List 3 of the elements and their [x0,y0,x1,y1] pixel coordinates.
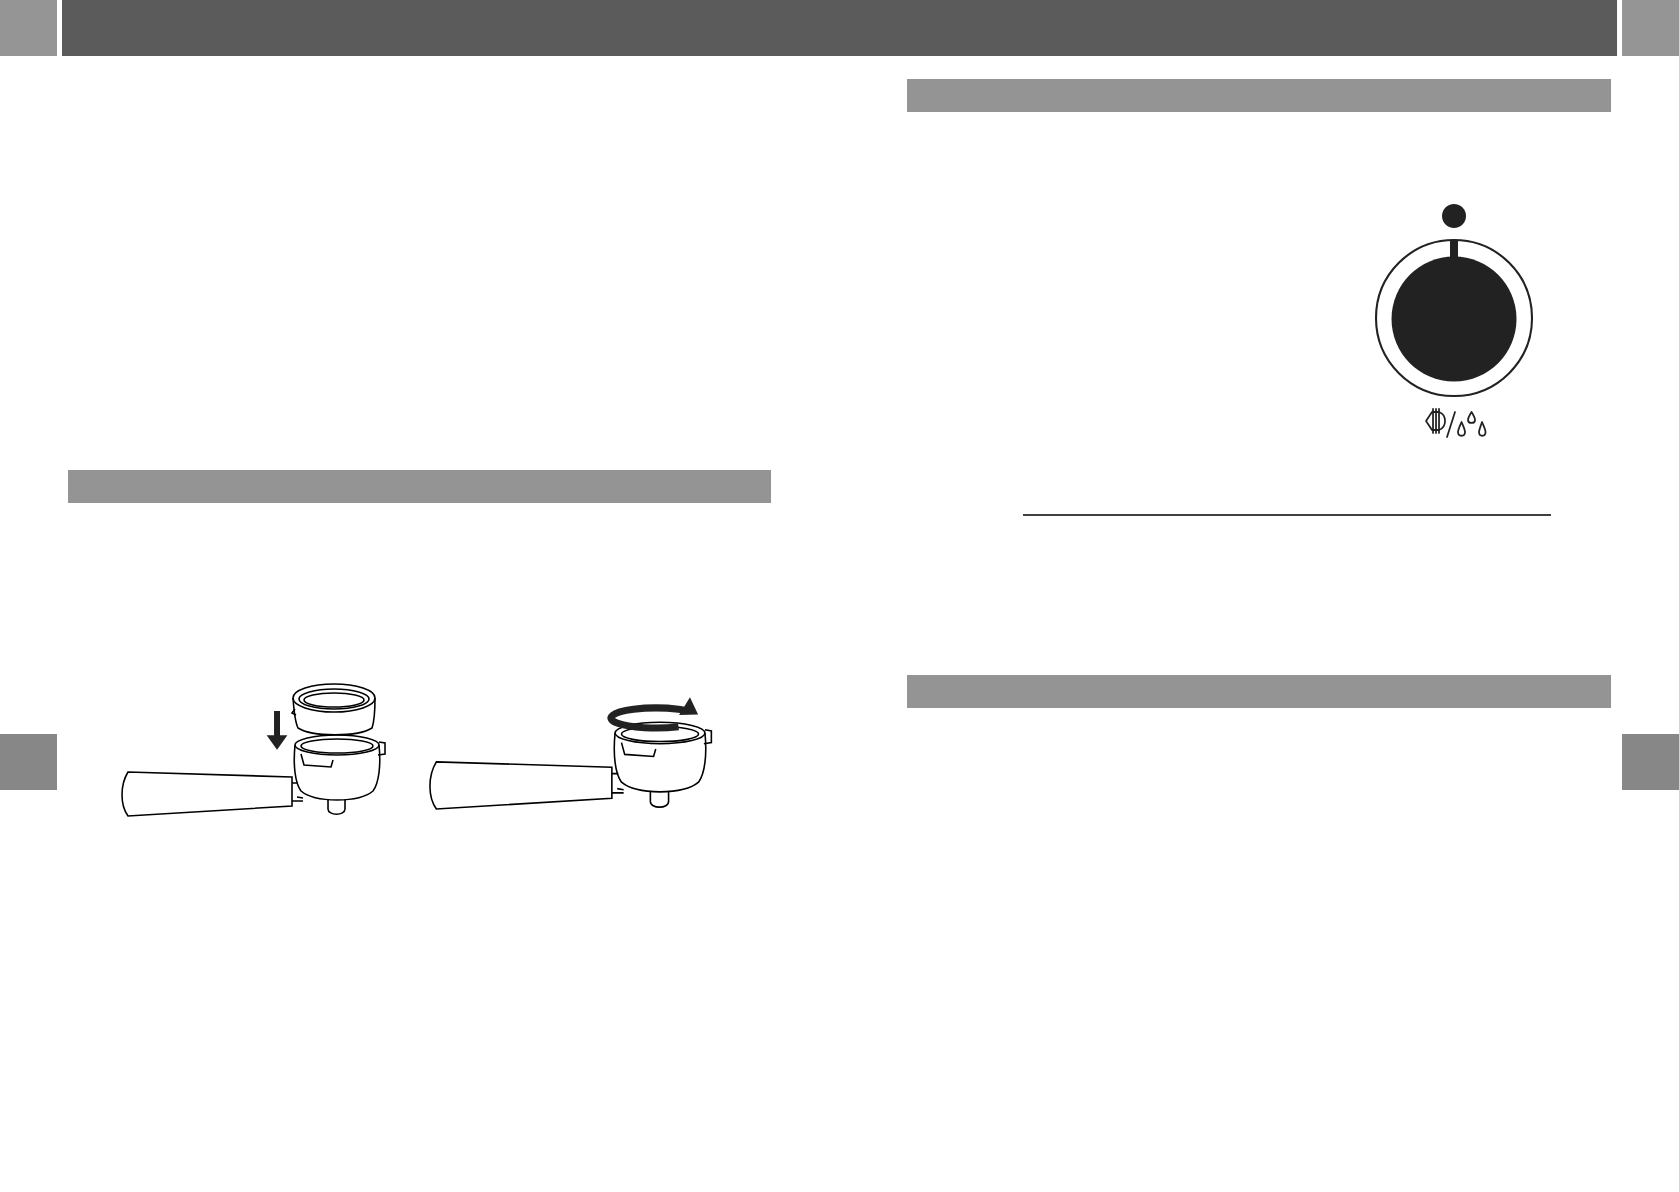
section-band [68,470,771,503]
section-band [907,675,1611,708]
section-band [907,79,1611,112]
